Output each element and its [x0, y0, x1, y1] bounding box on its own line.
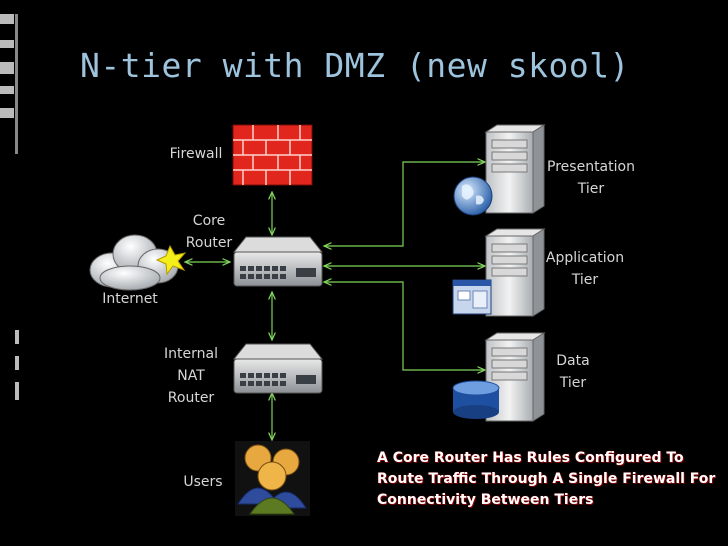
core-router-icon — [232, 236, 324, 287]
database-icon — [452, 380, 500, 419]
users-icon — [235, 441, 310, 516]
router-presentation-link — [324, 162, 485, 246]
internal-nat-label: Internal NAT Router — [164, 346, 218, 406]
connectors — [185, 162, 485, 440]
firewall-label: Firewall — [169, 146, 223, 162]
internet-label: Internet — [102, 291, 158, 307]
application-tier-label: Application Tier — [545, 250, 625, 288]
presentation-tier-label: Presentation Tier — [547, 159, 635, 197]
spark-icon — [155, 244, 187, 276]
data-server-icon — [452, 332, 546, 422]
cloud-icon — [89, 234, 187, 291]
presentation-server-icon — [453, 124, 546, 216]
app-window-icon — [452, 279, 492, 315]
application-server-icon — [452, 228, 546, 317]
firewall-icon — [232, 124, 313, 186]
router-data-link — [324, 282, 485, 370]
nat-router-icon — [232, 343, 324, 394]
users-label: Users — [183, 474, 223, 490]
data-tier-label: Data Tier — [556, 353, 590, 391]
annotation-note: A Core Router Has Rules Configured To Ro… — [377, 450, 716, 508]
core-router-label: Core Router — [185, 213, 233, 251]
slide-title: N-tier with DMZ (new skool) — [80, 46, 630, 85]
globe-icon — [453, 176, 493, 216]
